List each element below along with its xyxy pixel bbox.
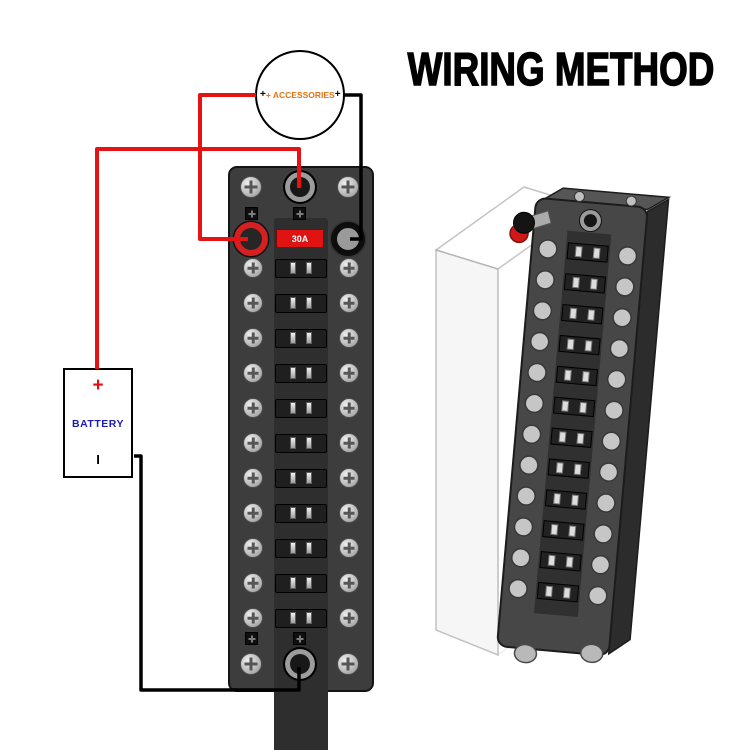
fuse-row [234, 398, 368, 418]
fuse-blade-icon [290, 542, 296, 554]
fuse-blade-icon [306, 437, 312, 449]
fuse-slot [275, 608, 327, 628]
bus-screw-icon [293, 207, 306, 220]
ring-terminal-black [331, 222, 365, 256]
battery-negative-label: I [96, 452, 100, 467]
power-post-3d [509, 210, 552, 244]
fuse-blade-icon [306, 577, 312, 589]
bus-screw-icon [245, 207, 258, 220]
fuse-rows [234, 258, 368, 628]
screw-terminal-icon [243, 608, 263, 628]
product-3d-illustration [434, 186, 672, 664]
screw-terminal-icon [339, 328, 359, 348]
screw-terminal-icon [337, 176, 359, 198]
fuse-slot [275, 433, 327, 453]
fuse-slot [275, 363, 327, 383]
screw-terminal-icon [339, 468, 359, 488]
screw-terminal-icon [240, 176, 262, 198]
ring-terminal-red [234, 222, 268, 256]
screw-terminal-icon [243, 468, 263, 488]
main-stud-3d [578, 209, 602, 233]
fuse-slot [275, 328, 327, 348]
fuse-row [234, 433, 368, 453]
fuse-row [234, 608, 368, 628]
screw-terminal-icon [339, 538, 359, 558]
battery-label: BATTERY [72, 418, 124, 430]
fuse-blade-icon [290, 577, 296, 589]
fuse-blade-icon [306, 367, 312, 379]
page-title: WIRING METHOD [407, 42, 715, 96]
screw-terminal-icon [240, 653, 262, 675]
accessories-right-plus: + [334, 89, 341, 100]
bus-screw-icon [293, 632, 306, 645]
screw-terminal-icon [625, 195, 637, 207]
mounting-foot [579, 643, 604, 664]
screw-terminal-icon [337, 653, 359, 675]
transparent-cover [434, 186, 588, 657]
fuse-blade-icon [306, 542, 312, 554]
screw-terminal-icon [243, 573, 263, 593]
fuse-blade-icon [290, 262, 296, 274]
screw-terminal-icon [573, 191, 585, 203]
screw-terminal-icon [339, 363, 359, 383]
screw-terminal-icon [243, 328, 263, 348]
fuse-row [234, 538, 368, 558]
fuse-slot [275, 573, 327, 593]
fuse-row [234, 328, 368, 348]
battery-box: + BATTERY I [63, 368, 133, 478]
screw-terminal-icon [243, 398, 263, 418]
fuse-slot [275, 503, 327, 523]
bus-screw-icon [245, 632, 258, 645]
accessories-label: + ACCESSORIES [265, 90, 335, 100]
fuse-blade-icon [306, 472, 312, 484]
screw-terminal-icon [243, 258, 263, 278]
screw-terminal-icon [243, 363, 263, 383]
screw-terminal-icon [339, 503, 359, 523]
fuse-slot [275, 398, 327, 418]
fuse-row [234, 573, 368, 593]
fuse-blade-icon [290, 402, 296, 414]
fuse-slot [275, 293, 327, 313]
fuse-blade-icon [290, 612, 296, 624]
screw-terminal-icon [243, 433, 263, 453]
screw-terminal-icon [339, 608, 359, 628]
screw-terminal-icon [339, 398, 359, 418]
battery-positive-label: + [92, 375, 104, 396]
fuse-blade-icon [290, 437, 296, 449]
screw-terminal-icon [243, 293, 263, 313]
fuse-blade-icon [290, 472, 296, 484]
fuse-row [234, 503, 368, 523]
accessories-left-plus: + [260, 89, 266, 100]
fuse-block-front-view: 30A [228, 166, 374, 750]
screw-terminal-icon [243, 503, 263, 523]
fuse-row [234, 258, 368, 278]
fuse-row [234, 293, 368, 313]
fuse-slot [275, 258, 327, 278]
main-negative-stud [283, 647, 317, 681]
fuse-slot [275, 468, 327, 488]
fuse-blade-icon [290, 367, 296, 379]
fuse-blade-icon [306, 402, 312, 414]
accessories-node: + + ACCESSORIES + [255, 50, 345, 140]
fuse-blade-icon [290, 507, 296, 519]
fuse-block-3d [496, 187, 672, 664]
main-positive-stud [283, 170, 317, 204]
screw-terminal-icon [243, 538, 263, 558]
screw-terminal-icon [339, 573, 359, 593]
fuse-blade-icon [306, 297, 312, 309]
screw-terminal-icon [339, 433, 359, 453]
fuse-slot [275, 538, 327, 558]
mounting-foot [513, 643, 538, 664]
fuse-blade-icon [290, 332, 296, 344]
main-fuse: 30A [276, 229, 324, 248]
fuse-blade-icon [306, 332, 312, 344]
fuse-row [234, 468, 368, 488]
fuse-blade-icon [306, 262, 312, 274]
fuse-row [234, 363, 368, 383]
fuse-blade-icon [306, 507, 312, 519]
screw-terminal-icon [339, 258, 359, 278]
screw-terminal-icon [339, 293, 359, 313]
fuse-blade-icon [306, 612, 312, 624]
fuse-blade-icon [290, 297, 296, 309]
